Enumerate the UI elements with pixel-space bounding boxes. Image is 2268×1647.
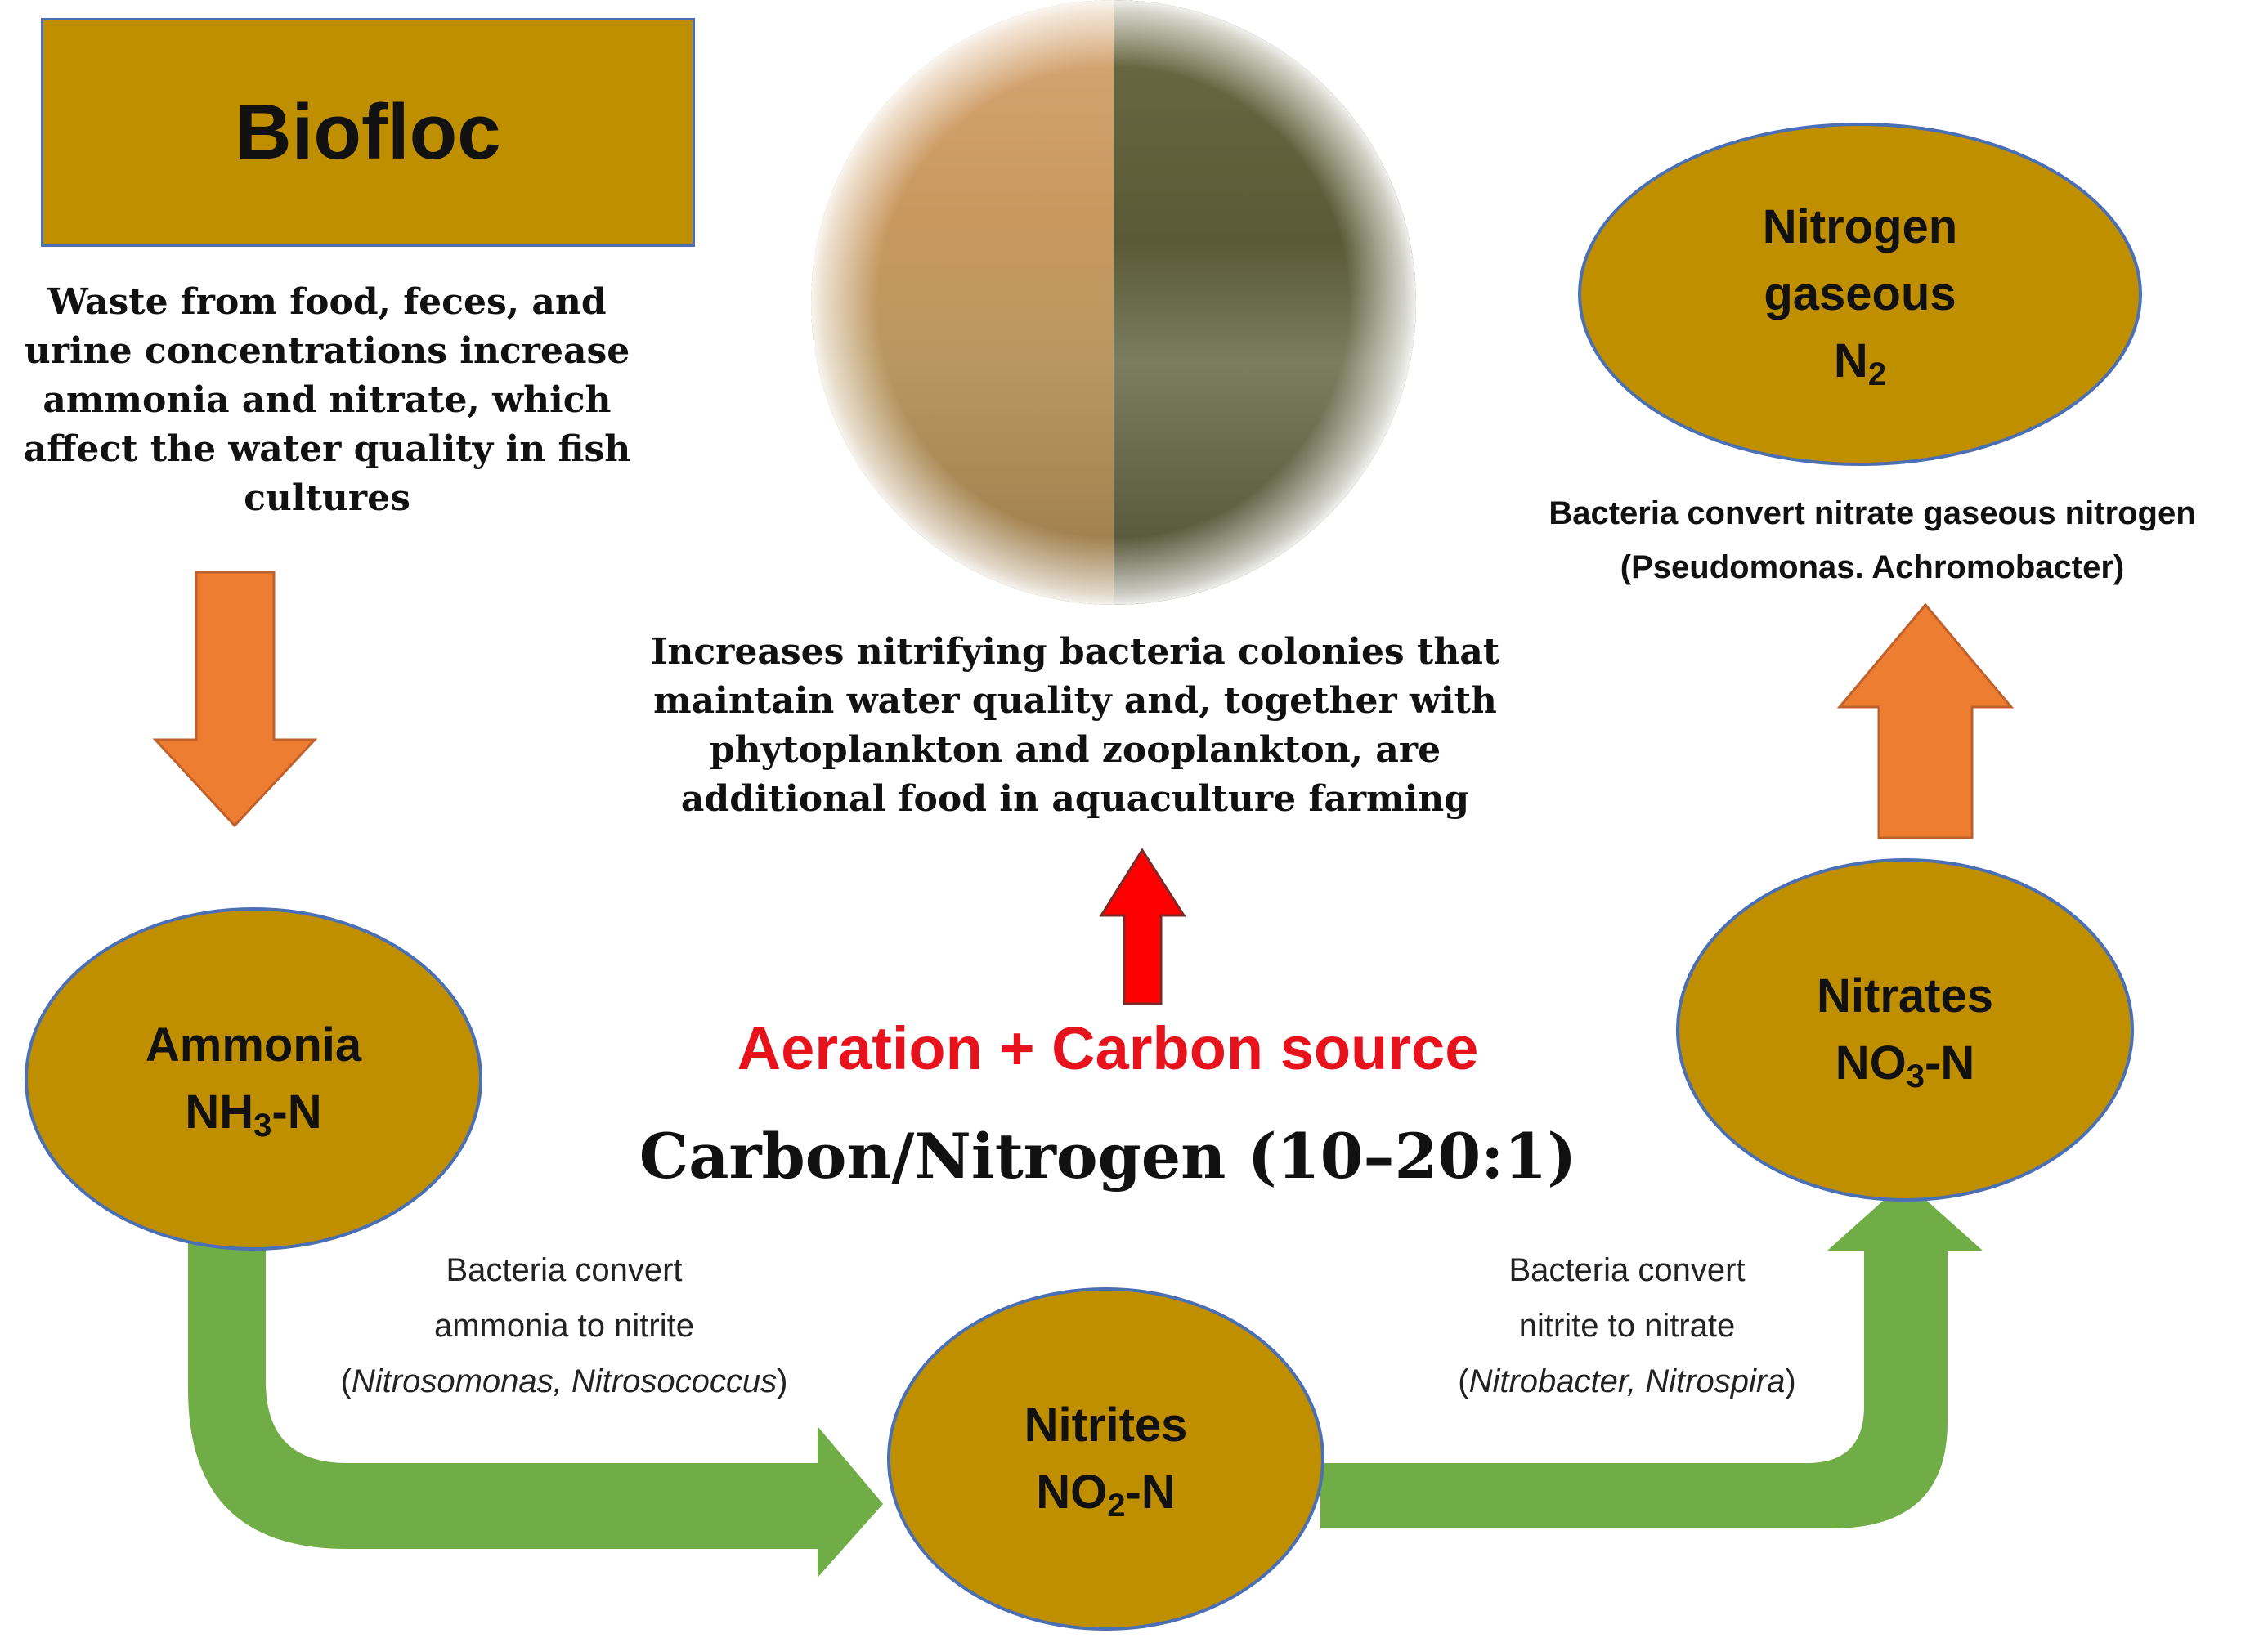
waste-description: Waste from food, feces, and urine concen… [0,278,654,523]
node-nitrites: Nitrites NO2-N [887,1287,1324,1631]
node-label: Nitrates [1817,969,1993,1023]
green-arrow-nitrite-to-nitrate [1320,1181,1983,1528]
node-nitrates: Nitrates NO3-N [1676,858,2134,1202]
waste-line: Waste from food, feces, and [47,281,607,323]
label-genera: (Nitrosomonas, Nitrosococcus) [340,1363,788,1399]
photo-vignette [811,0,1416,605]
waste-line: ammonia and nitrate, which [43,379,612,421]
waste-line: cultures [244,477,410,519]
orange-up-arrow [1836,602,2015,839]
title: Biofloc [235,88,501,176]
node-label: Ammonia [145,1018,362,1072]
cn-ratio-label: Carbon/Nitrogen (10–20:1) [639,1120,1577,1193]
nitrify-line: Increases nitrifying bacteria colonies t… [650,631,1500,673]
label-line: ammonia to nitrite [434,1308,694,1344]
node-ammonia: Ammonia NH3-N [25,907,482,1251]
ammonia-to-nitrite-label: Bacteria convert ammonia to nitrite (Nit… [245,1242,883,1409]
red-up-arrow [1099,848,1186,1005]
node-label: Nitrogen [1762,200,1958,253]
node-nitrogen-gaseous: Nitrogen gaseous N2 [1578,123,2142,466]
nitrifying-description: Increases nitrifying bacteria colonies t… [605,628,1545,824]
denitrification-label: Bacteria convert nitrate gaseous nitroge… [1472,486,2268,594]
label-genera: (Nitrobacter, Nitrospira) [1458,1363,1796,1399]
label-line: nitrite to nitrate [1518,1308,1736,1344]
waste-line: affect the water quality in fish [23,428,631,470]
nitrify-line: additional food in aquaculture farming [680,778,1470,820]
nitrite-to-nitrate-label: Bacteria convert nitrite to nitrate (Nit… [1390,1242,1864,1409]
node-formula: N2 [1833,334,1887,392]
nitrify-line: phytoplankton and zooplankton, are [709,729,1441,771]
node-formula: NO2-N [1036,1466,1176,1524]
node-label: Nitrites [1024,1399,1188,1452]
green-arrow-ammonia-to-nitrite [188,1242,883,1578]
label-line: Bacteria convert [446,1252,683,1288]
node-label: gaseous [1764,267,1956,320]
denitrification-genera: (Pseudomonas. Achromobacter) [1620,549,2125,585]
label-line: Bacteria convert [1508,1252,1746,1288]
node-formula: NO3-N [1835,1036,1975,1094]
node-formula: NH3-N [185,1085,322,1144]
aeration-label: Aeration + Carbon source [737,1014,1479,1082]
title-box: Biofloc [41,18,695,247]
biofloc-photo [811,0,1416,605]
nitrify-line: maintain water quality and, together wit… [653,680,1497,722]
orange-down-arrow [152,571,318,828]
waste-line: urine concentrations increase [24,330,630,372]
denitrification-line: Bacteria convert nitrate gaseous nitroge… [1549,495,2196,531]
